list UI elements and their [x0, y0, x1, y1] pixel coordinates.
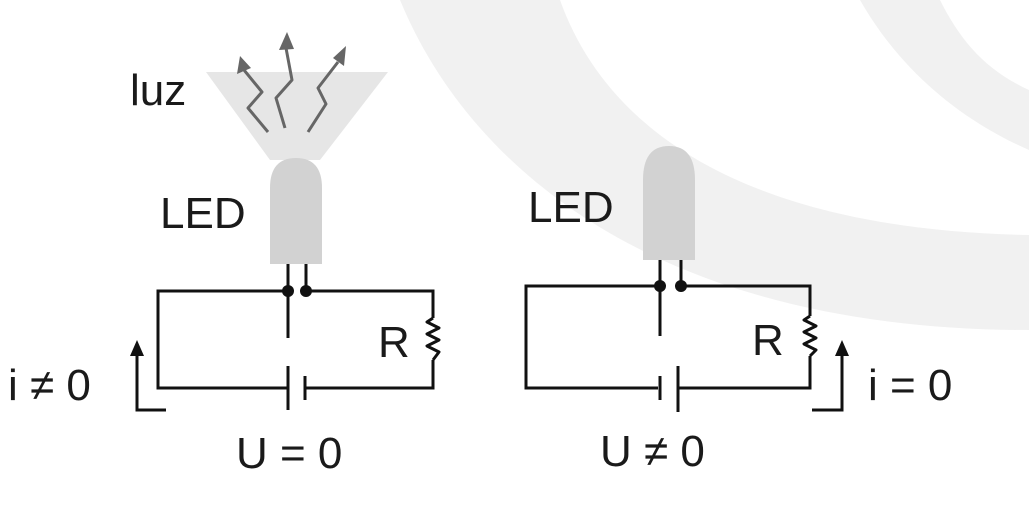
light-cone: [206, 72, 388, 160]
ray-center-arrowhead: [279, 32, 294, 50]
wire-right-loop: [681, 284, 812, 316]
junction-dot: [654, 280, 666, 292]
background-arc-right: [860, 0, 1029, 150]
led-label: LED: [528, 183, 614, 232]
current-arrow-icon: [130, 340, 166, 412]
voltage-label: U ≠ 0: [600, 427, 705, 476]
light-label: luz: [130, 66, 186, 115]
resistor-label: R: [752, 316, 784, 365]
right-circuit: LED R i = 0 U ≠ 0: [524, 146, 952, 476]
current-arrowhead: [130, 340, 144, 356]
voltage-label: U = 0: [236, 429, 342, 478]
current-arrow-icon: [812, 340, 849, 412]
wire-resistor-bottom: [678, 356, 812, 390]
battery-symbol: [658, 366, 680, 412]
battery-symbol: [286, 366, 307, 410]
resistor-symbol: [425, 316, 441, 361]
led-body-lit: [270, 158, 322, 264]
ray-left-arrowhead: [237, 56, 251, 74]
current-arrow-line: [135, 352, 166, 412]
resistor-symbol: [802, 314, 818, 358]
ray-center: [274, 47, 294, 129]
light-rays: [237, 32, 346, 133]
junction-dot: [282, 285, 294, 297]
junction-dot: [675, 280, 687, 292]
ray-left: [242, 69, 270, 133]
wire-right-loop: [306, 289, 435, 318]
led-label: LED: [160, 189, 246, 238]
led-body-unlit: [643, 146, 695, 260]
current-arrow-line: [812, 352, 844, 412]
wire-resistor-bottom: [305, 360, 435, 390]
ray-right-arrowhead: [333, 46, 346, 66]
ray-right: [306, 61, 340, 133]
left-wires: [156, 289, 435, 390]
background-arc: [400, 0, 1029, 330]
current-label: i ≠ 0: [8, 361, 91, 410]
resistor-label: R: [378, 318, 410, 367]
left-circuit: luz LED R i ≠ 0 U = 0: [8, 32, 441, 478]
junction-dot: [300, 285, 312, 297]
current-label: i = 0: [868, 361, 952, 410]
wire-left-loop: [524, 284, 660, 390]
right-wires: [524, 284, 812, 390]
wire-left-loop: [156, 289, 288, 390]
current-arrowhead: [835, 340, 849, 356]
